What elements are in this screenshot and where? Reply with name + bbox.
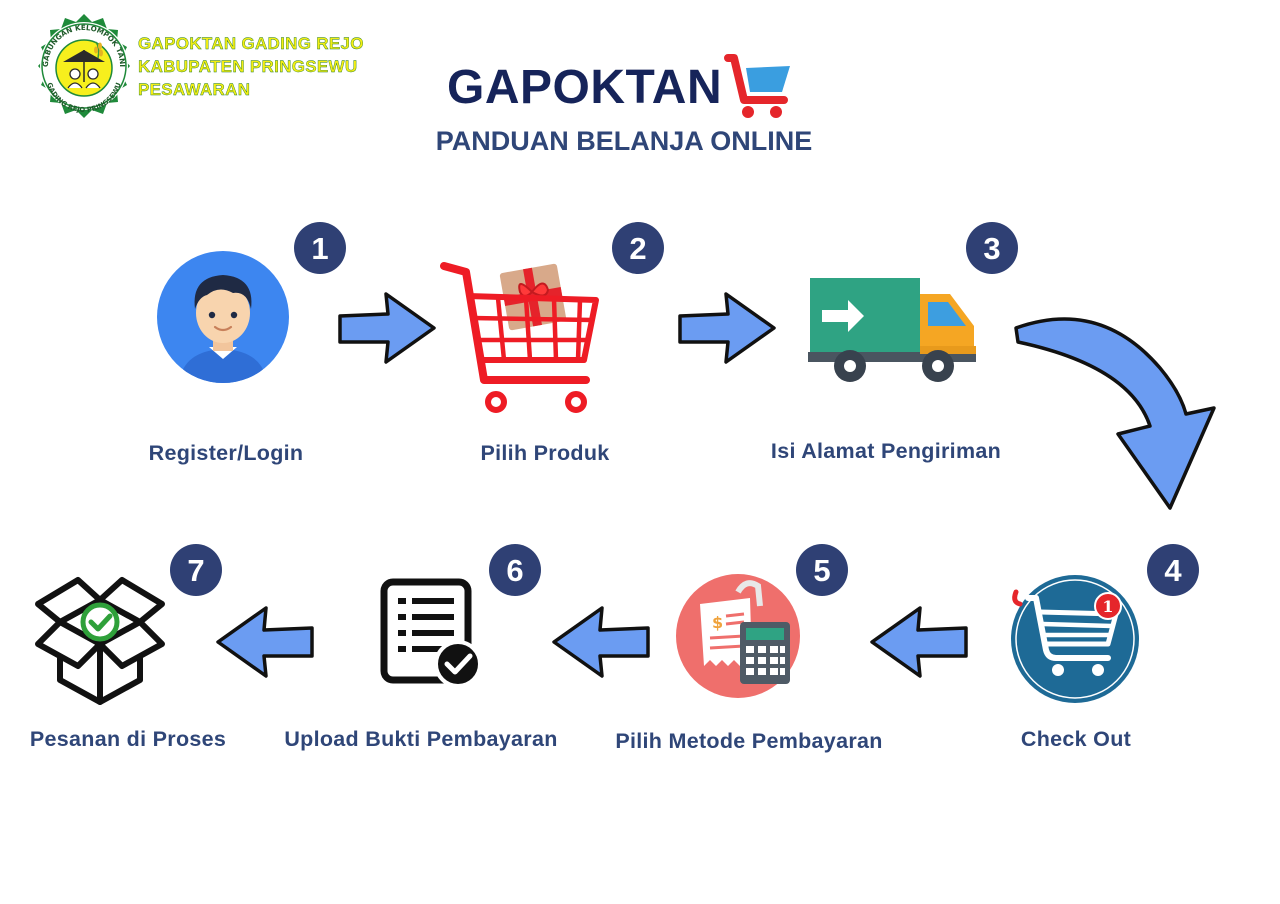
organization-logo: GABUNGAN KELOMPOK TANI GADING REJO PRING… [38, 14, 130, 118]
step-badge-5: 5 [796, 544, 848, 596]
svg-text:1: 1 [311, 231, 328, 266]
step-badge-6: 6 [489, 544, 541, 596]
step-label-pesanan-diproses: Pesanan di Proses [29, 727, 227, 751]
step-label-register: Register/Login [148, 441, 304, 465]
svg-text:3: 3 [983, 231, 1000, 266]
brand-title: GAPOKTAN [447, 61, 723, 114]
step-badge-2: 2 [612, 222, 664, 274]
step-label-check-out: Check Out [1020, 727, 1132, 751]
brand-cart-icon [724, 54, 790, 118]
organization-name: GAPOKTAN GADING REJO KABUPATEN PRINGSEWU… [138, 32, 364, 101]
svg-text:7: 7 [187, 553, 204, 588]
svg-text:4: 4 [1164, 553, 1182, 588]
flow-arrow-left [216, 606, 314, 678]
checkout-cart-icon: 1 [1007, 571, 1143, 707]
step-badge-3: 3 [966, 222, 1018, 274]
flow-arrow-left [870, 606, 968, 678]
svg-text:6: 6 [506, 553, 523, 588]
document-check-icon [380, 578, 482, 688]
step-badge-1: 1 [294, 222, 346, 274]
flow-arrow-curved-down [1014, 317, 1216, 510]
step-label-upload-bukti: Upload Bukti Pembayaran [284, 727, 558, 751]
user-avatar-icon [157, 251, 289, 383]
flow-arrow-left [552, 606, 650, 678]
svg-text:1: 1 [1102, 597, 1113, 616]
svg-text:$: $ [712, 613, 723, 632]
page-subtitle: PANDUAN BELANJA ONLINE [435, 126, 813, 156]
flow-arrow-right [678, 292, 776, 364]
svg-text:5: 5 [813, 553, 830, 588]
org-line-2: KABUPATEN PRINGSEWU [138, 57, 358, 76]
shopping-cart-gift-icon [440, 262, 599, 413]
step-label-isi-alamat: Isi Alamat Pengiriman [770, 439, 1002, 463]
svg-text:2: 2 [629, 231, 646, 266]
delivery-truck-icon [808, 278, 976, 382]
open-box-check-icon [35, 577, 165, 705]
flow-arrow-right [338, 292, 436, 364]
step-badge-7: 7 [170, 544, 222, 596]
org-line-1: GAPOKTAN GADING REJO [138, 34, 364, 53]
bill-calculator-icon: $ [676, 574, 800, 698]
step-label-metode-pembayaran: Pilih Metode Pembayaran [615, 729, 883, 753]
step-label-pilih-produk: Pilih Produk [480, 441, 610, 465]
step-badge-4: 4 [1147, 544, 1199, 596]
org-line-3: PESAWARAN [138, 80, 251, 99]
